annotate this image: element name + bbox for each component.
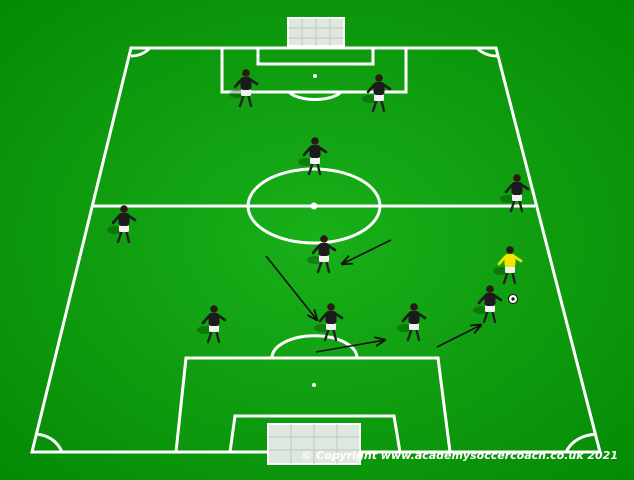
- corner-arc-top-right: [475, 46, 498, 58]
- top-penalty-arc: [287, 90, 343, 102]
- arrow-run-across: [315, 340, 385, 353]
- player-right-wing-top: [500, 174, 530, 213]
- top-penalty-box: [220, 48, 408, 94]
- top-six-yard-box: [256, 48, 375, 66]
- corner-arc-top-left: [130, 46, 152, 58]
- player-midfield-top: [298, 137, 328, 176]
- player-center-forward: [314, 303, 344, 342]
- arrow-run-diagonal: [265, 255, 317, 320]
- player-opp-right-center: [362, 74, 392, 113]
- center-spot: [310, 202, 318, 210]
- arrow-run-to-center: [342, 239, 392, 264]
- bottom-six-yard-box: [228, 414, 402, 453]
- bottom-goal: [267, 423, 361, 465]
- bottom-penalty-box: [174, 356, 452, 453]
- movement-arrows: [265, 239, 481, 353]
- player-left-wing: [107, 205, 137, 244]
- top-goal: [287, 17, 345, 47]
- center-circle: [246, 167, 382, 245]
- ball: [508, 294, 518, 304]
- player-left-back: [197, 305, 227, 344]
- pitch-markings: [30, 46, 602, 454]
- copyright-text: © Copyright www.academysoccercoach.co.uk…: [301, 449, 618, 462]
- player-player-on-ball: [473, 285, 503, 324]
- top-penalty-spot: [313, 74, 317, 78]
- bottom-penalty-spot: [312, 383, 316, 387]
- corner-arc-bottom-left: [35, 432, 64, 453]
- players-layer: [107, 69, 530, 344]
- player-inside-right: [397, 303, 427, 342]
- player-yellow-player: [493, 246, 523, 285]
- player-opp-left-center: [229, 69, 259, 108]
- player-center-mid: [307, 235, 337, 274]
- corner-arc-bottom-right: [564, 432, 597, 453]
- arrow-run-to-box: [436, 325, 481, 348]
- bottom-penalty-arc: [270, 334, 359, 359]
